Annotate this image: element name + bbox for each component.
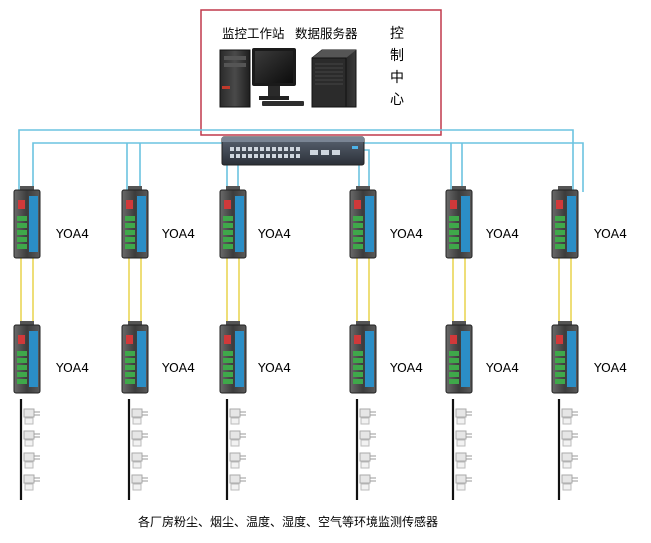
serial-links bbox=[20, 258, 572, 325]
network-switch bbox=[221, 136, 365, 166]
sensor-device bbox=[229, 452, 246, 469]
sensor-device bbox=[23, 430, 40, 447]
sensor-device bbox=[229, 474, 246, 491]
sensor-device bbox=[455, 430, 472, 447]
title-char: 控 bbox=[390, 26, 404, 42]
module-label: YOA4 bbox=[389, 360, 423, 375]
module-label: YOA4 bbox=[161, 360, 195, 375]
yoa4-module: YOA4 bbox=[219, 321, 291, 394]
module-label: YOA4 bbox=[593, 226, 627, 241]
network-lines bbox=[18, 129, 584, 192]
yoa4-module: YOA4 bbox=[349, 186, 423, 259]
sensor-device bbox=[359, 452, 376, 469]
module-label: YOA4 bbox=[389, 226, 423, 241]
module-label: YOA4 bbox=[55, 360, 89, 375]
sensor-device bbox=[229, 408, 246, 425]
control-center-box bbox=[200, 9, 442, 136]
server-label: 数据服务器 bbox=[295, 26, 358, 41]
sensor-device bbox=[455, 474, 472, 491]
data-server bbox=[311, 49, 357, 108]
footer-caption: 各厂房粉尘、烟尘、温度、湿度、空气等环境监测传感器 bbox=[138, 514, 438, 529]
sensor-device bbox=[359, 474, 376, 491]
module-label: YOA4 bbox=[161, 226, 195, 241]
sensor-device bbox=[131, 430, 148, 447]
sensor-device bbox=[131, 452, 148, 469]
module-label: YOA4 bbox=[485, 226, 519, 241]
sensor-device bbox=[359, 408, 376, 425]
workstation-label: 监控工作站 bbox=[222, 26, 285, 41]
yoa4-module: YOA4 bbox=[121, 321, 195, 394]
title-char: 中 bbox=[390, 70, 404, 86]
title-char: 心 bbox=[390, 92, 404, 108]
yoa4-module: YOA4 bbox=[13, 186, 89, 259]
yoa4-module: YOA4 bbox=[551, 321, 627, 394]
module-label: YOA4 bbox=[257, 360, 291, 375]
title-char: 制 bbox=[390, 48, 404, 64]
modules: YOA4YOA4YOA4YOA4YOA4YOA4YOA4YOA4YOA4YOA4… bbox=[13, 186, 627, 394]
control-center-title: 控 制 中 心 bbox=[390, 26, 404, 108]
sensor-device bbox=[131, 474, 148, 491]
yoa4-module: YOA4 bbox=[551, 186, 627, 259]
sensor-device bbox=[561, 474, 578, 491]
sensor-chains bbox=[19, 399, 578, 500]
module-label: YOA4 bbox=[485, 360, 519, 375]
sensor-device bbox=[23, 408, 40, 425]
yoa4-module: YOA4 bbox=[13, 321, 89, 394]
sensor-device bbox=[23, 474, 40, 491]
sensor-device bbox=[359, 430, 376, 447]
yoa4-module: YOA4 bbox=[349, 321, 423, 394]
sensor-device bbox=[561, 408, 578, 425]
yoa4-module: YOA4 bbox=[445, 321, 519, 394]
yoa4-module: YOA4 bbox=[121, 186, 195, 259]
sensor-device bbox=[455, 452, 472, 469]
sensor-device bbox=[561, 430, 578, 447]
sensor-device bbox=[229, 430, 246, 447]
yoa4-module: YOA4 bbox=[445, 186, 519, 259]
sensor-device bbox=[23, 452, 40, 469]
sensor-device bbox=[561, 452, 578, 469]
module-label: YOA4 bbox=[257, 226, 291, 241]
sensor-device bbox=[455, 408, 472, 425]
sensor-device bbox=[131, 408, 148, 425]
yoa4-module: YOA4 bbox=[219, 186, 291, 259]
module-label: YOA4 bbox=[593, 360, 627, 375]
module-label: YOA4 bbox=[55, 226, 89, 241]
workstation-computer bbox=[219, 48, 304, 108]
